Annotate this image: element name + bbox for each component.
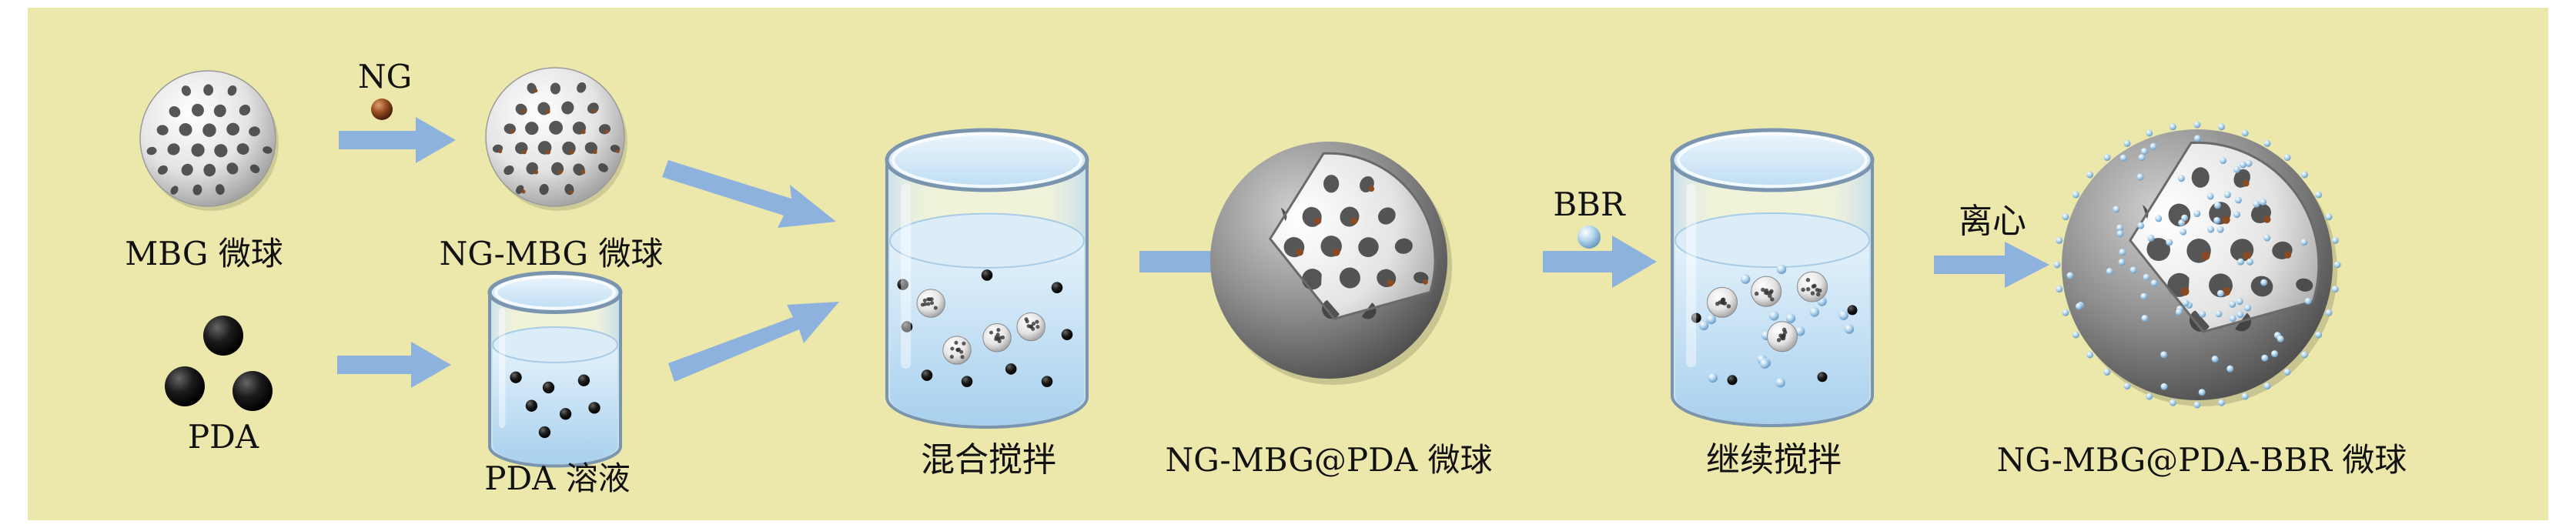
ng-mbg-pda-sphere-icon <box>1210 142 1452 385</box>
mbg-label: MBG 微球 <box>125 235 283 272</box>
bbr-particle-icon <box>1577 226 1601 249</box>
pda-solution-label: PDA 溶液 <box>484 459 631 497</box>
merge-arrow-top-icon <box>662 160 836 228</box>
ng-label: NG <box>358 58 412 95</box>
merge-arrow-bottom-icon <box>668 302 839 382</box>
pda-particles-icon <box>165 316 273 411</box>
final-product-label: NG-MBG@PDA-BBR 微球 <box>1997 441 2407 479</box>
ng-mbg-sphere-icon <box>485 67 627 211</box>
ng-mbg-pda-label: NG-MBG@PDA 微球 <box>1165 441 1492 479</box>
ng-mbg-label: NG-MBG 微球 <box>440 235 664 272</box>
continue-stir-beaker-icon <box>1670 128 1875 427</box>
mbg-sphere-icon <box>139 70 279 211</box>
centrifuge-label: 离心 <box>1959 202 2026 241</box>
continue-stir-label: 继续搅拌 <box>1706 440 1842 480</box>
mix-label: 混合搅拌 <box>921 440 1056 480</box>
ng-nanoparticle-icon <box>371 99 393 120</box>
mixing-beaker-icon <box>885 128 1089 429</box>
pda-label: PDA <box>188 418 259 456</box>
bbr-label: BBR <box>1553 185 1626 223</box>
pda-solution-beaker-icon <box>487 271 623 468</box>
ng-mbg-pda-bbr-sphere-icon <box>2053 121 2341 409</box>
